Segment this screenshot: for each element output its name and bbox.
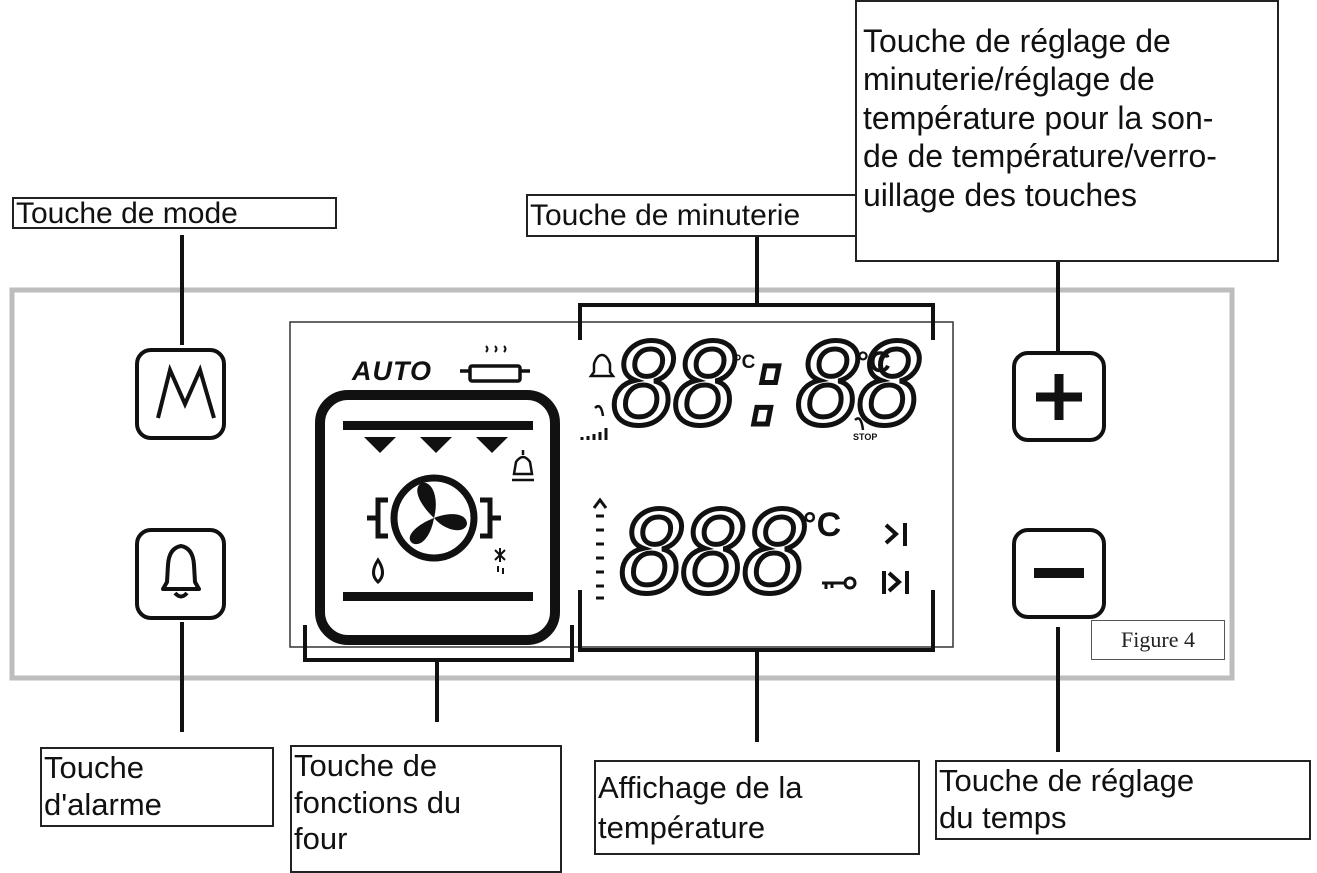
minus-button[interactable] bbox=[1012, 528, 1106, 619]
oven-cavity-icon bbox=[315, 390, 560, 645]
alarm-button[interactable] bbox=[135, 528, 226, 620]
probe-stop-icon bbox=[854, 417, 865, 431]
label-mode-key: Touche de mode bbox=[12, 197, 337, 229]
pot-icon bbox=[460, 345, 530, 383]
signal-bars-icon bbox=[580, 428, 608, 440]
plus-icon bbox=[1036, 374, 1082, 420]
heat-arrow-icon bbox=[476, 437, 508, 453]
display-status-icons bbox=[580, 353, 616, 600]
side-heater-icon bbox=[367, 497, 501, 539]
label-adjust-key: Touche de réglage de minuterie/réglage d… bbox=[855, 0, 1279, 262]
start-end-icon bbox=[884, 523, 907, 546]
lamp-icon bbox=[512, 450, 534, 482]
bell-icon bbox=[161, 544, 201, 599]
temperature-digits: 888 bbox=[617, 489, 812, 619]
top-heater-icon bbox=[343, 421, 533, 430]
control-panel-frame bbox=[9, 287, 1235, 681]
fan-icon bbox=[390, 474, 478, 562]
label-time-adjust-key: Touche de réglage du temps bbox=[935, 760, 1311, 840]
defrost-icon bbox=[494, 548, 506, 574]
temperature-unit: °C bbox=[803, 506, 842, 544]
figure-caption: Figure 4 bbox=[1091, 620, 1225, 660]
plus-button[interactable] bbox=[1012, 351, 1106, 442]
label-alarm-key: Touche d'alarme bbox=[40, 747, 274, 827]
label-temp-display: Affichage de la température bbox=[594, 760, 920, 855]
mode-m-icon bbox=[156, 363, 216, 419]
display-frame bbox=[289, 321, 954, 648]
leader-lines bbox=[180, 235, 1060, 752]
oven-function-area bbox=[315, 345, 560, 645]
mode-button[interactable] bbox=[135, 348, 226, 440]
alarm-bell-icon bbox=[588, 353, 616, 378]
bottom-heater-icon bbox=[343, 592, 533, 601]
clock-unit-right: °C bbox=[857, 346, 891, 379]
end-time-icon bbox=[882, 571, 909, 594]
stop-indicator: STOP bbox=[853, 432, 878, 442]
steam-drop-icon bbox=[372, 557, 384, 585]
clock-digits: 88:88 bbox=[609, 321, 927, 451]
heat-arrow-icon bbox=[364, 437, 396, 453]
clock-unit-left: °C bbox=[734, 352, 756, 373]
heat-arrow-icon bbox=[420, 437, 452, 453]
label-functions-key: Touche de fonctions du four bbox=[290, 745, 562, 873]
display-right-icons bbox=[822, 417, 909, 594]
probe-icon bbox=[594, 405, 605, 417]
level-bars-icon bbox=[592, 497, 608, 600]
label-timer-key: Touche de minuterie bbox=[526, 194, 864, 237]
key-lock-icon bbox=[822, 576, 857, 590]
auto-indicator: AUTO bbox=[352, 356, 433, 386]
